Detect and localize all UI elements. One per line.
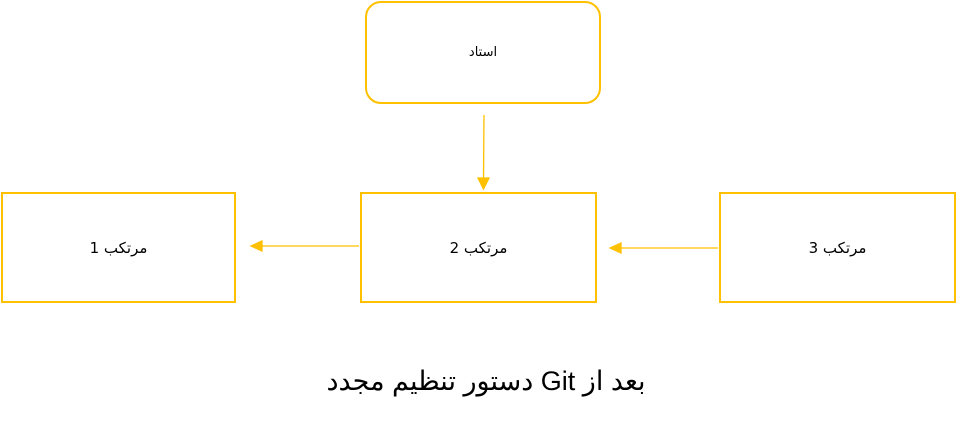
node-committer-2: مرتکب 2 <box>360 192 597 303</box>
edge-teacher-to-committer2 <box>482 114 485 179</box>
arrowhead-down <box>476 177 491 191</box>
arrowhead-left <box>249 239 263 253</box>
arrowhead-left <box>608 241 622 255</box>
node-label: مرتکب 1 <box>89 238 148 257</box>
node-committer-3: مرتکب 3 <box>719 192 956 303</box>
node-label: مرتکب 3 <box>808 238 867 257</box>
node-teacher: استاد <box>365 1 601 104</box>
node-label: استاد <box>468 45 498 60</box>
node-committer-1: مرتکب 1 <box>1 192 236 303</box>
node-label: مرتکب 2 <box>449 238 508 257</box>
diagram-caption: بعد از Git دستور تنظیم مجدد <box>326 366 646 396</box>
